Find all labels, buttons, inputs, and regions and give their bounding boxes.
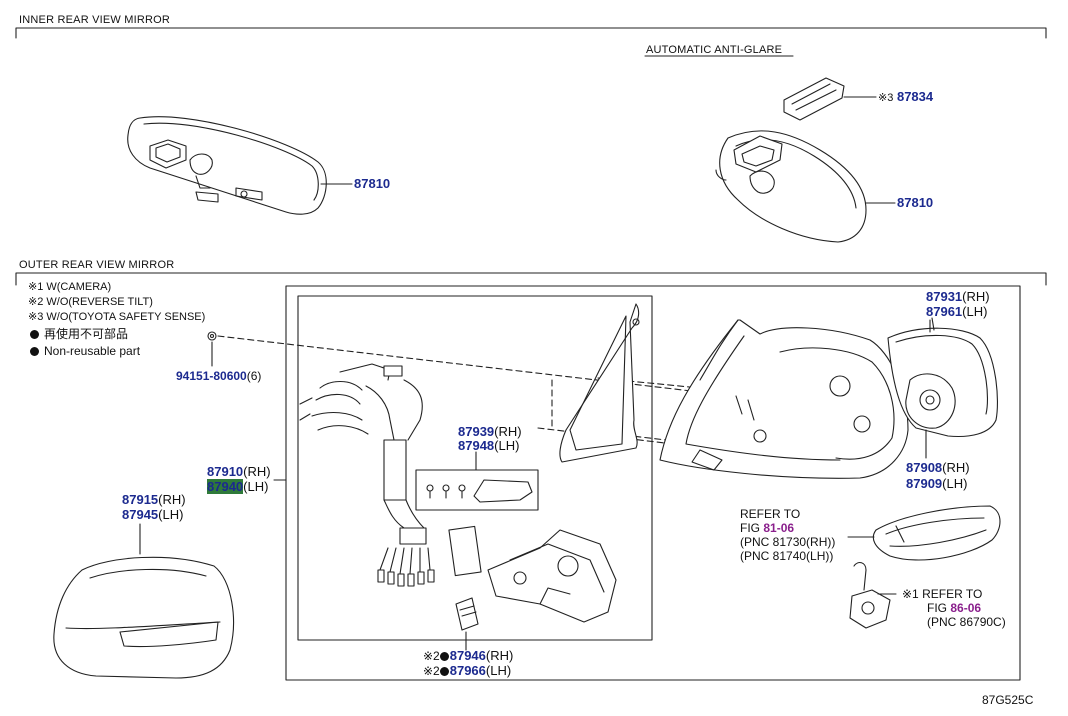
mirror-motor bbox=[905, 373, 956, 459]
inner-mirror-anti-glare bbox=[715, 77, 896, 243]
ref-camera-pnc: (PNC 86790C) bbox=[927, 615, 1006, 629]
part-87966[interactable]: ※2 87966(LH) bbox=[423, 663, 511, 679]
part-87908[interactable]: 87908(RH) bbox=[906, 460, 970, 475]
part-94151-80600[interactable]: 94151-80600(6) bbox=[176, 369, 261, 384]
pad bbox=[448, 525, 482, 577]
part-87910[interactable]: 87910(RH) bbox=[207, 464, 271, 479]
part-87940-number: 87940 bbox=[207, 479, 244, 494]
part-87945-side: (LH) bbox=[158, 507, 184, 522]
ref-turn-lamp-pnc-rh: (PNC 81730(RH)) bbox=[740, 535, 836, 549]
part-87908-number: 87908 bbox=[906, 460, 943, 475]
part-87909[interactable]: 87909(LH) bbox=[906, 476, 967, 491]
part-87909-side: (LH) bbox=[942, 476, 968, 491]
ref-camera-fig-prefix: FIG bbox=[927, 601, 951, 615]
part-87948-number: 87948 bbox=[458, 438, 495, 453]
part-87834-mark: ※3 bbox=[878, 92, 894, 104]
part-87910-number: 87910 bbox=[207, 464, 244, 479]
mirror-actuator bbox=[487, 529, 617, 623]
ref-camera-line1: ※1 REFER TO bbox=[902, 587, 982, 601]
mirror-housing bbox=[659, 319, 909, 479]
part-87966-side: (LH) bbox=[485, 663, 512, 678]
part-87810-standard[interactable]: 87810 bbox=[354, 176, 391, 191]
legend-nonreusable-jp: 再使用不可部品 bbox=[30, 327, 128, 342]
part-87948[interactable]: 87948(LH) bbox=[458, 438, 519, 453]
side-camera bbox=[849, 561, 897, 629]
mirror-base-cover bbox=[559, 303, 640, 463]
ref-camera-fig-link[interactable]: 86-06 bbox=[950, 601, 982, 615]
part-87910-side: (RH) bbox=[243, 464, 271, 479]
figure-code: 87G525C bbox=[982, 693, 1034, 707]
part-87931-number: 87931 bbox=[926, 289, 963, 304]
wire-harness bbox=[299, 363, 435, 587]
screw-set-87939 bbox=[415, 451, 539, 511]
mirror-cover-cap bbox=[53, 523, 235, 679]
part-87939[interactable]: 87939(RH) bbox=[458, 424, 522, 439]
part-94151-number: 94151-80600 bbox=[176, 369, 247, 383]
part-87946-number: 87946 bbox=[449, 648, 486, 663]
part-87961-number: 87961 bbox=[926, 304, 963, 319]
ref-turn-lamp-line1: REFER TO bbox=[740, 507, 801, 521]
part-87966-mark: ※2 bbox=[423, 664, 440, 678]
anti-glare-section-title: AUTOMATIC ANTI-GLARE bbox=[646, 44, 783, 56]
part-87946[interactable]: ※2 87946(RH) bbox=[423, 648, 513, 664]
part-87834[interactable]: ※3 87834 bbox=[878, 89, 933, 106]
part-87915[interactable]: 87915(RH) bbox=[122, 492, 186, 507]
part-87939-side: (RH) bbox=[494, 424, 522, 439]
screw-94151 bbox=[207, 331, 217, 367]
inner-section-bracket bbox=[15, 27, 1047, 39]
nonreusable-dot-icon bbox=[30, 347, 39, 356]
inner-mirror-section-title: INNER REAR VIEW MIRROR bbox=[19, 14, 171, 26]
part-87946-mark: ※2 bbox=[423, 649, 440, 663]
part-87945-number: 87945 bbox=[122, 507, 159, 522]
part-87940-side: (LH) bbox=[243, 479, 269, 494]
note-safety-sense: ※3 W/O(TOYOTA SAFETY SENSE) bbox=[28, 311, 206, 323]
part-87948-side: (LH) bbox=[494, 438, 520, 453]
part-87810-anti-glare[interactable]: 87810 bbox=[897, 195, 934, 210]
subassembly-frame bbox=[297, 295, 653, 641]
assembly-frame bbox=[285, 285, 1021, 681]
legend-nonreusable-en: Non-reusable part bbox=[30, 344, 140, 359]
ref-turn-lamp-fig-link[interactable]: 81-06 bbox=[763, 521, 795, 535]
note-reverse-tilt: ※2 W/O(REVERSE TILT) bbox=[28, 296, 153, 308]
ref-camera-mark: ※1 bbox=[902, 587, 919, 601]
legend-nonreusable-jp-text: 再使用不可部品 bbox=[44, 327, 129, 341]
part-87939-number: 87939 bbox=[458, 424, 495, 439]
note-camera: ※1 W(CAMERA) bbox=[28, 281, 112, 293]
outer-section-bracket bbox=[15, 272, 1047, 286]
nonreusable-dot-icon bbox=[439, 667, 449, 676]
turn-signal-lamp bbox=[847, 505, 1001, 561]
ref-camera-fig: FIG 86-06 bbox=[927, 601, 981, 615]
part-87915-number: 87915 bbox=[122, 492, 159, 507]
part-87946-side: (RH) bbox=[485, 648, 514, 663]
part-87908-side: (RH) bbox=[942, 460, 970, 475]
part-87834-number: 87834 bbox=[896, 89, 934, 104]
outer-mirror-section-title: OUTER REAR VIEW MIRROR bbox=[19, 259, 175, 271]
part-87961-side: (LH) bbox=[962, 304, 988, 319]
part-87961[interactable]: 87961(LH) bbox=[926, 304, 987, 319]
part-87945[interactable]: 87945(LH) bbox=[122, 507, 183, 522]
part-87940[interactable]: 87940(LH) bbox=[207, 479, 268, 494]
legend-nonreusable-en-text: Non-reusable part bbox=[44, 344, 141, 358]
nonreusable-dot-icon bbox=[439, 652, 449, 661]
ref-turn-lamp-fig: FIG 81-06 bbox=[740, 521, 794, 535]
connector-87946 bbox=[455, 597, 479, 651]
part-94151-qty: (6) bbox=[246, 369, 262, 383]
ref-camera-refer: REFER TO bbox=[922, 587, 983, 601]
ref-turn-lamp-pnc-lh: (PNC 81740(LH)) bbox=[740, 549, 834, 563]
part-87909-number: 87909 bbox=[906, 476, 943, 491]
inner-mirror-standard bbox=[127, 116, 353, 215]
part-87966-number: 87966 bbox=[449, 663, 486, 678]
part-87915-side: (RH) bbox=[158, 492, 186, 507]
part-87931-side: (RH) bbox=[962, 289, 990, 304]
nonreusable-dot-icon bbox=[30, 330, 39, 339]
part-87931[interactable]: 87931(RH) bbox=[926, 289, 990, 304]
ref-turn-lamp-fig-prefix: FIG bbox=[740, 521, 764, 535]
